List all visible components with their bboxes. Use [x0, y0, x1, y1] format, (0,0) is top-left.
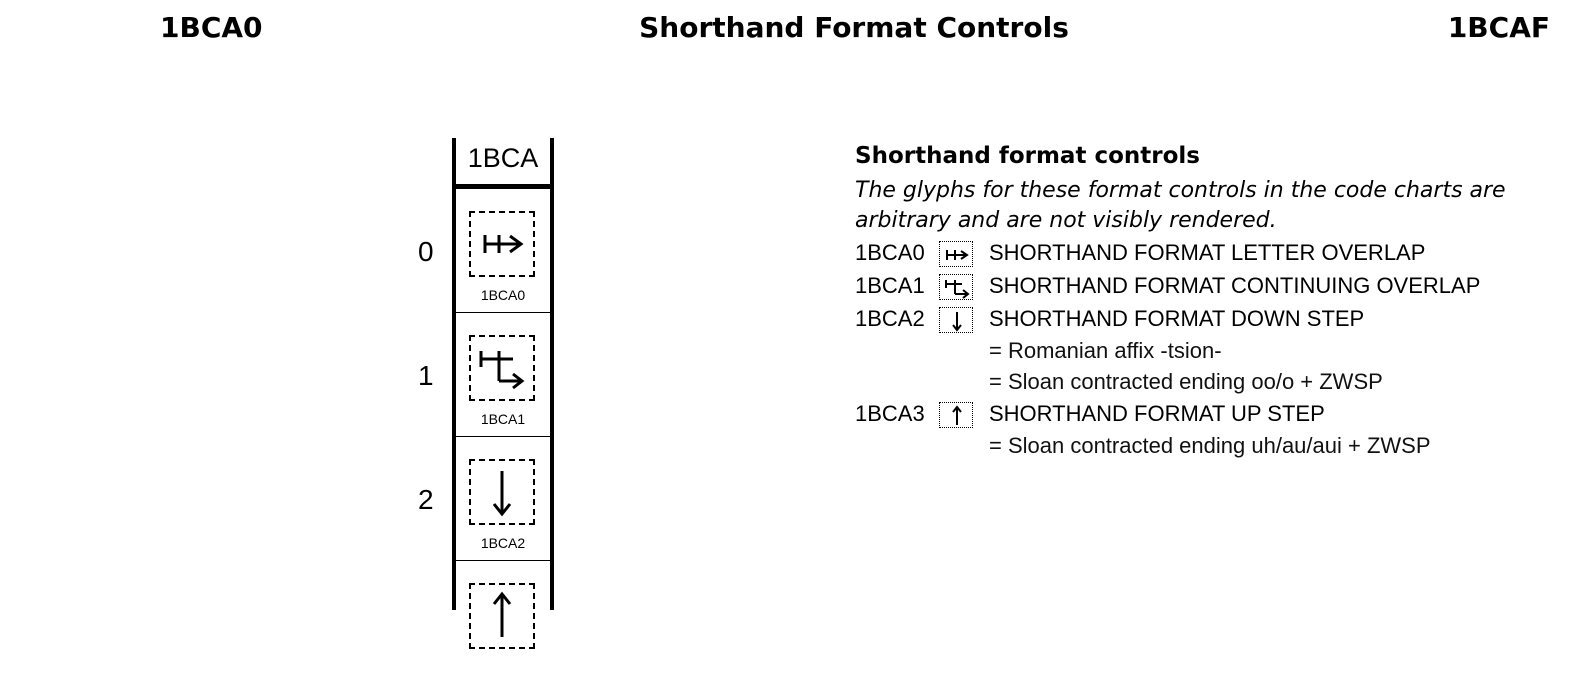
entry-1bca3: 1BCA3 SHORTHAND FORMAT UP STEP — [855, 397, 1575, 430]
cell-code: 1BCA0 — [480, 287, 526, 303]
entry-1bca0: 1BCA0 SHORTHAND FORMAT LETTER OVERLAP — [855, 236, 1575, 269]
block-heading: Shorthand format controls — [855, 143, 1200, 169]
glyph-box — [469, 459, 535, 525]
chart-cell-1bca1: 1BCA1 — [456, 313, 550, 437]
entry-code: 1BCA2 — [855, 306, 925, 331]
up-step-glyph-icon — [492, 591, 512, 637]
entry-glyph-box — [939, 241, 973, 267]
cell-code: 1BCA1 — [480, 411, 526, 427]
range-end-label: 1BCAF — [1447, 11, 1550, 44]
cell-divider — [456, 312, 550, 313]
chart-cell-1bca0: 1BCA0 — [456, 189, 550, 313]
column-header-rule — [452, 184, 554, 189]
entry-name: SHORTHAND FORMAT CONTINUING OVERLAP — [989, 273, 1481, 298]
entry-1bca2: 1BCA2 SHORTHAND FORMAT DOWN STEP — [855, 302, 1575, 335]
letter-overlap-glyph-icon — [483, 234, 524, 254]
glyph-box — [469, 211, 535, 277]
entry-name: SHORTHAND FORMAT DOWN STEP — [989, 306, 1365, 331]
entry-glyph-box — [939, 274, 973, 300]
entry-code: 1BCA3 — [855, 401, 925, 426]
entry-1bca1: 1BCA1 SHORTHAND FORMAT CONTINUING OVERLA… — [855, 269, 1575, 302]
entry-note: = Romanian affix -tsion- — [989, 338, 1222, 363]
row-label-2: 2 — [418, 484, 434, 515]
block-note: The glyphs for these format controls in … — [855, 178, 1506, 233]
letter-overlap-glyph-icon — [946, 250, 969, 260]
entry-name: SHORTHAND FORMAT UP STEP — [989, 401, 1325, 426]
entry-code: 1BCA1 — [855, 273, 925, 298]
continuing-overlap-glyph-icon — [945, 280, 970, 299]
continuing-overlap-glyph-icon — [479, 351, 525, 390]
down-step-glyph-icon — [492, 471, 512, 517]
entry-name: SHORTHAND FORMAT LETTER OVERLAP — [989, 240, 1426, 265]
entry-code: 1BCA0 — [855, 240, 925, 265]
entry-glyph-box — [939, 307, 973, 333]
column-header: 1BCA — [467, 143, 539, 173]
row-label-0: 0 — [418, 236, 434, 267]
names-list: Shorthand format controls The glyphs for… — [855, 140, 1575, 461]
row-label-1: 1 — [418, 360, 434, 391]
glyph-box — [469, 583, 535, 649]
entry-glyph-box — [939, 402, 973, 428]
chart-cell-1bca3 — [456, 561, 550, 685]
column-left-rule — [452, 138, 456, 610]
entry-note: = Sloan contracted ending oo/o + ZWSP — [989, 369, 1383, 394]
down-step-glyph-icon — [952, 312, 962, 332]
page-title: Shorthand Format Controls — [639, 11, 1069, 44]
entry-note: = Sloan contracted ending uh/au/aui + ZW… — [989, 433, 1431, 458]
cell-code: 1BCA2 — [480, 535, 526, 551]
column-right-rule — [550, 138, 554, 610]
cell-divider — [456, 436, 550, 437]
range-start-label: 1BCA0 — [160, 11, 263, 44]
glyph-box — [469, 335, 535, 401]
chart-cell-1bca2: 1BCA2 — [456, 437, 550, 561]
up-step-glyph-icon — [952, 405, 962, 425]
cell-divider — [456, 560, 550, 561]
